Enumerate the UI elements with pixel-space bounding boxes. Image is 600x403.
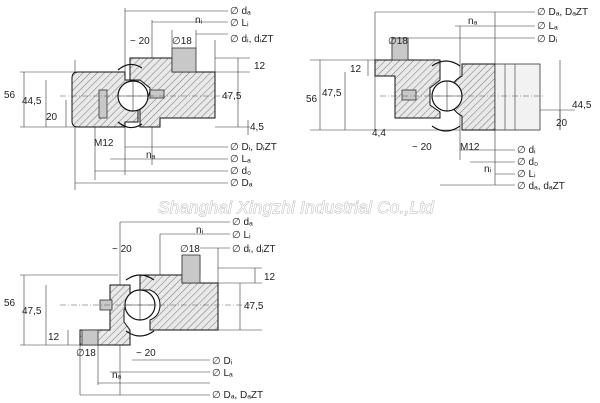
d2-label-Li: ∅ Lᵢ	[517, 169, 536, 180]
d1-label-d0: ∅ d₀	[230, 166, 251, 177]
d3-label-56: 56	[4, 298, 16, 309]
d3-label-La: ∅ Lₐ	[212, 368, 233, 379]
d2-label-20: 20	[556, 118, 568, 129]
d1-label-20: 20	[46, 112, 58, 123]
d1-label-Da: ∅ Dₐ	[230, 178, 253, 189]
d2-label-ni: nᵢ	[484, 164, 492, 175]
d2-label-La: ∅ Lₐ	[537, 21, 558, 32]
d3-label-47-5: 47,5	[22, 306, 42, 317]
d2-label-12: 12	[350, 64, 362, 75]
d1-label-Di: ∅ Dᵢ, DᵢZT	[230, 142, 277, 153]
drawing-2-internal-teeth-bearing: ∅ Dₐ, DₐZT nₐ ∅ Lₐ ∅ Dᵢ ∅18 12 56 47,5 4…	[306, 7, 592, 192]
d3-label-d18-bottom: ∅18	[76, 348, 96, 359]
d2-label-Di: ∅ Dᵢ	[537, 34, 558, 45]
inner-ring-section	[139, 274, 219, 331]
d1-label-da: ∅ dₐ	[230, 6, 251, 17]
d3-label-d18: ∅18	[180, 244, 200, 255]
d1-label-44-5: 44,5	[22, 96, 42, 107]
d1-label-na: nₐ	[146, 150, 156, 161]
d2-label-56: 56	[306, 94, 318, 105]
d2-label-dim20: ~ 20	[412, 142, 432, 153]
drawing-3-no-teeth-bearing: ∅ dₐ nᵢ ∅ Lᵢ ~ 20 ∅18 ∅ dᵢ, dᵢZT 56 47,5…	[4, 217, 276, 401]
d3-label-Di: ∅ Dᵢ	[212, 356, 233, 367]
d2-label-na: nₐ	[468, 16, 478, 27]
d2-label-47-5: 47,5	[322, 88, 342, 99]
d1-label-d18: ∅18	[172, 36, 192, 47]
d3-label-Da: ∅ Dₐ, DₐZT	[212, 390, 263, 401]
d3-label-dim20: ~ 20	[112, 244, 132, 255]
d3-label-da: ∅ dₐ	[232, 217, 253, 228]
d1-label-56: 56	[4, 90, 16, 101]
d2-label-di: ∅ dᵢ	[517, 145, 536, 156]
d1-label-4-5: 4,5	[250, 122, 264, 133]
d3-label-Li: ∅ Lᵢ	[232, 230, 251, 241]
d1-label-di: ∅ dᵢ, dᵢZT	[230, 34, 274, 45]
d1-label-Li: ∅ Lᵢ	[230, 18, 249, 29]
watermark-text: Shanghai Xingzhi Industrial Co.,Ltd	[158, 198, 434, 217]
d3-label-na: nₐ	[112, 370, 122, 381]
d2-label-M12: M12	[460, 142, 480, 153]
d2-label-da: ∅ dₐ, dₐZT	[517, 181, 565, 192]
d2-label-44-5: 44,5	[572, 100, 592, 111]
d3-label-12-left: 12	[48, 332, 60, 343]
d3-label-ni: nᵢ	[196, 225, 204, 236]
d1-label-47-5: 47,5	[222, 91, 242, 102]
d3-label-di: ∅ dᵢ, dᵢZT	[232, 244, 276, 255]
d1-label-ni: nᵢ	[195, 15, 203, 26]
d2-label-d0: ∅ d₀	[517, 157, 538, 168]
d1-label-dim20: ~ 20	[130, 36, 150, 47]
drawing-1-external-teeth-bearing: ∅ dₐ nᵢ ∅ Lᵢ ~ 20 ∅18 ∅ dᵢ, dᵢZT 56 44,5…	[4, 6, 277, 190]
outer-ring-section	[374, 59, 441, 119]
d2-label-Da: ∅ Dₐ, DₐZT	[537, 7, 588, 18]
d3-label-12-right: 12	[264, 272, 276, 283]
d3-label-47-5-right: 47,5	[244, 301, 264, 312]
d1-label-La: ∅ Lₐ	[230, 154, 251, 165]
d2-label-d18: ∅18	[388, 36, 408, 47]
d1-label-M12: M12	[94, 138, 114, 149]
d2-label-4-4: 4,4	[372, 128, 386, 139]
d1-label-12: 12	[254, 61, 266, 72]
d3-label-dim20-bottom: ~ 20	[136, 348, 156, 359]
